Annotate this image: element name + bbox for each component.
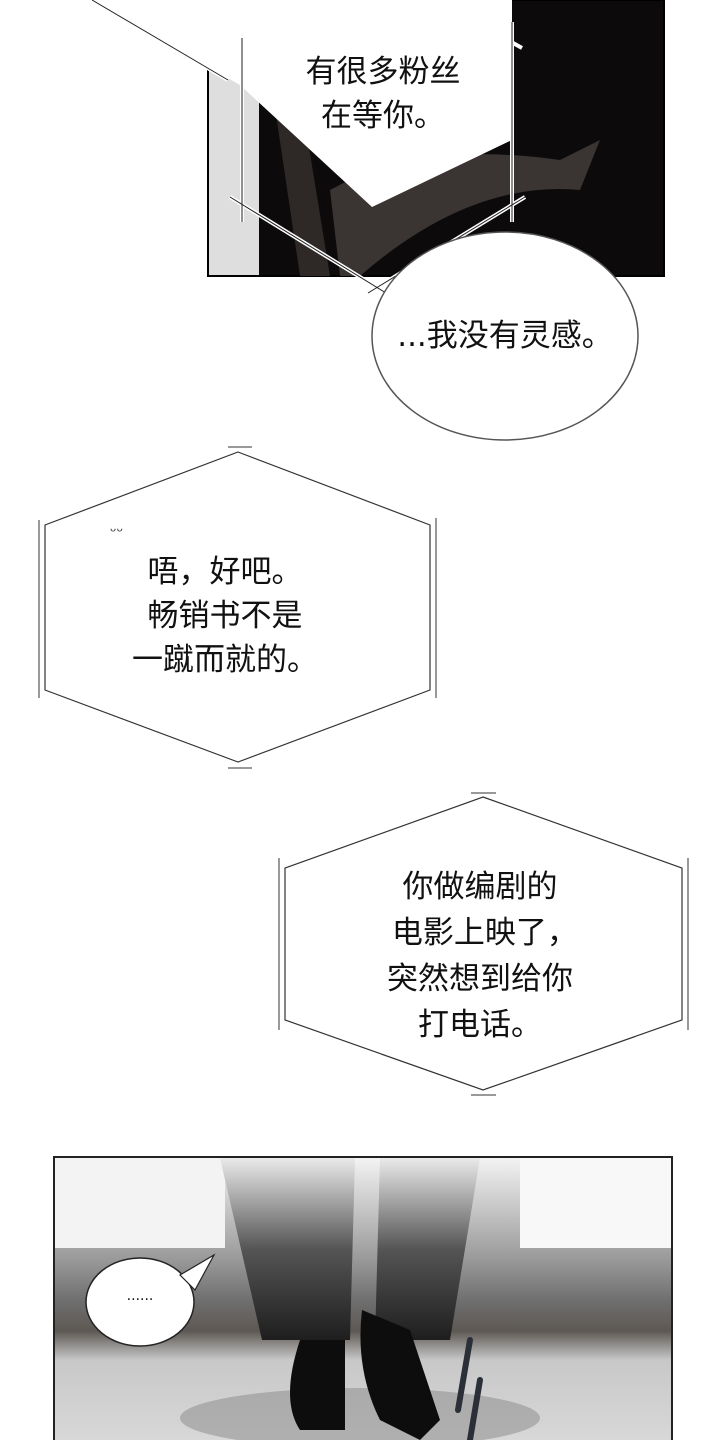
text-line: 你做编剧的 — [402, 869, 558, 905]
speech-bubble-silence — [85, 1257, 195, 1347]
text-line: 一蹴而就的。 — [132, 642, 318, 678]
bubble-text-fans: 有很多粉丝在等你。 — [258, 50, 508, 138]
bottom-panel — [53, 1156, 673, 1440]
text-line: 打电话。 — [418, 1007, 542, 1043]
hexagon-bubble-movie — [278, 792, 689, 1096]
bubble-text-no-inspiration: ...我没有灵感。 — [397, 318, 613, 354]
bubble-text-bestseller: 唔，好吧。畅销书不是一蹴而就的。 — [110, 550, 340, 682]
text-line: 突然想到给你 — [387, 961, 573, 997]
text-line: 电影上映了， — [382, 915, 578, 951]
bubble-text-silence: ...... — [126, 1288, 154, 1304]
text-line: 唔，好吧。 — [147, 554, 303, 590]
text-line: 有很多粉丝 — [305, 54, 461, 90]
text-line: 畅销书不是 — [147, 598, 303, 634]
hexagon-bubble-bestseller — [38, 446, 437, 769]
speech-bubble-no-inspiration — [371, 231, 639, 441]
text-line: 在等你。 — [321, 98, 445, 134]
hexagon-bubble-fans — [90, 0, 527, 295]
bubble-text-movie: 你做编剧的 电影上映了， 突然想到给你打电话。 — [360, 864, 600, 1048]
sweat-mark: ᵕᵕ — [110, 522, 124, 541]
